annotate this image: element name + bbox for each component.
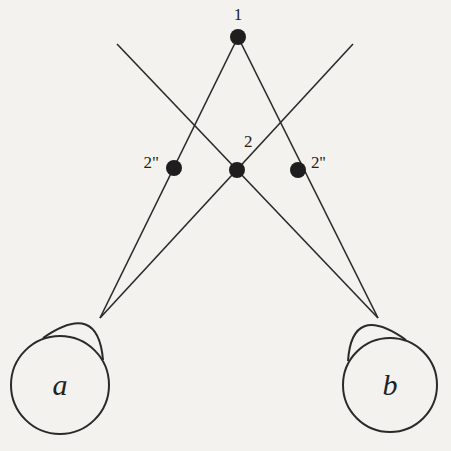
eye-letter: b bbox=[383, 370, 398, 400]
fixation-point bbox=[229, 162, 245, 178]
sight-line bbox=[238, 37, 378, 318]
eye-letter: a bbox=[53, 370, 68, 400]
fixation-point bbox=[230, 29, 246, 45]
cornea bbox=[348, 325, 406, 361]
sight-line bbox=[100, 37, 238, 318]
eye-circle: a bbox=[10, 335, 110, 435]
eye-circle: b bbox=[342, 337, 438, 433]
eye-outline bbox=[11, 336, 109, 434]
sight-line bbox=[117, 44, 378, 318]
eye-outline bbox=[343, 338, 437, 432]
point-label: 1 bbox=[233, 6, 244, 23]
double-image-point bbox=[290, 162, 306, 178]
point-label: 2" bbox=[143, 154, 160, 171]
double-image-point bbox=[166, 160, 182, 176]
cornea bbox=[43, 323, 103, 360]
sight-line bbox=[100, 44, 353, 318]
point-label: 2 bbox=[243, 133, 254, 150]
point-label: 2'' bbox=[310, 154, 327, 171]
